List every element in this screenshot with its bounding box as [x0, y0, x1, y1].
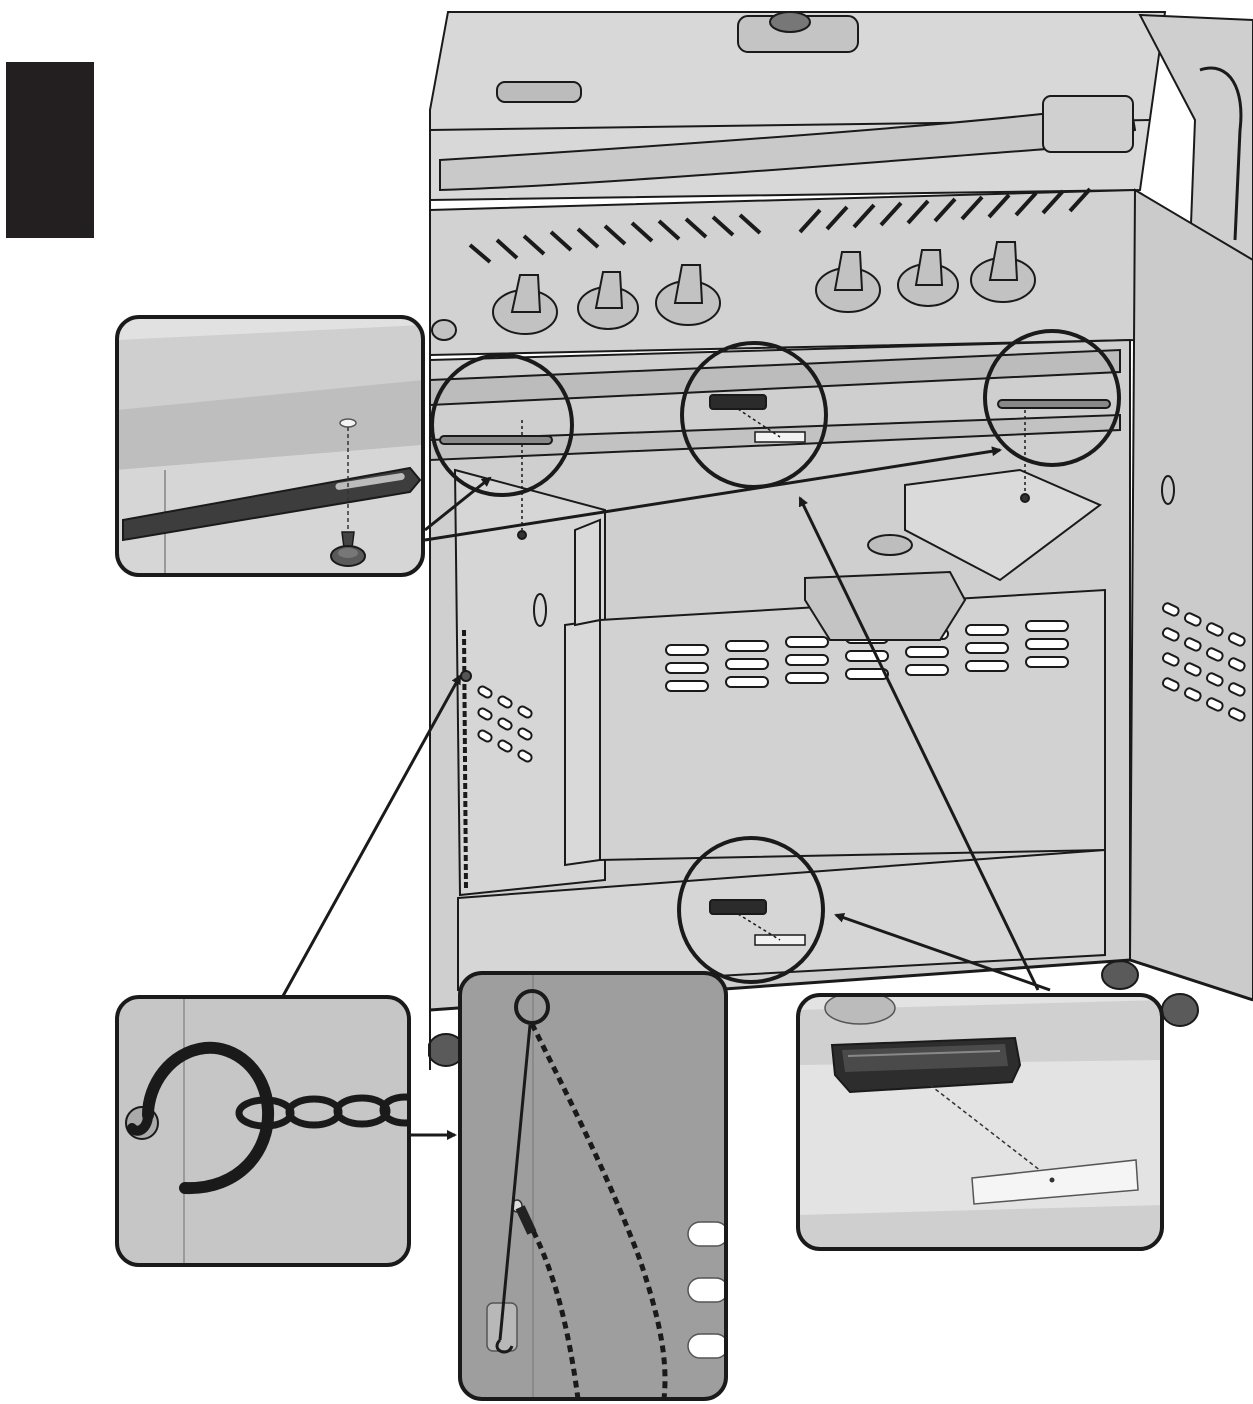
left-wall-vents [477, 685, 533, 763]
section-tab-marker [6, 62, 94, 238]
callout-screw-bracket [115, 315, 425, 577]
right-side-vents [1161, 602, 1246, 722]
callout-magnet-plate [796, 993, 1164, 1251]
grill-illustration [428, 11, 1253, 1067]
callout-chain-hanging [458, 971, 728, 1401]
back-panel-vents [665, 620, 1069, 692]
control-knobs [431, 241, 1036, 341]
circle-bottom-magnet [677, 836, 825, 984]
leader-arrows [281, 446, 1051, 1140]
circle-right-bracket [983, 329, 1121, 467]
circle-left-bracket [430, 353, 574, 497]
callout-chain-hook [115, 995, 411, 1267]
control-panel-slots [468, 187, 1092, 264]
